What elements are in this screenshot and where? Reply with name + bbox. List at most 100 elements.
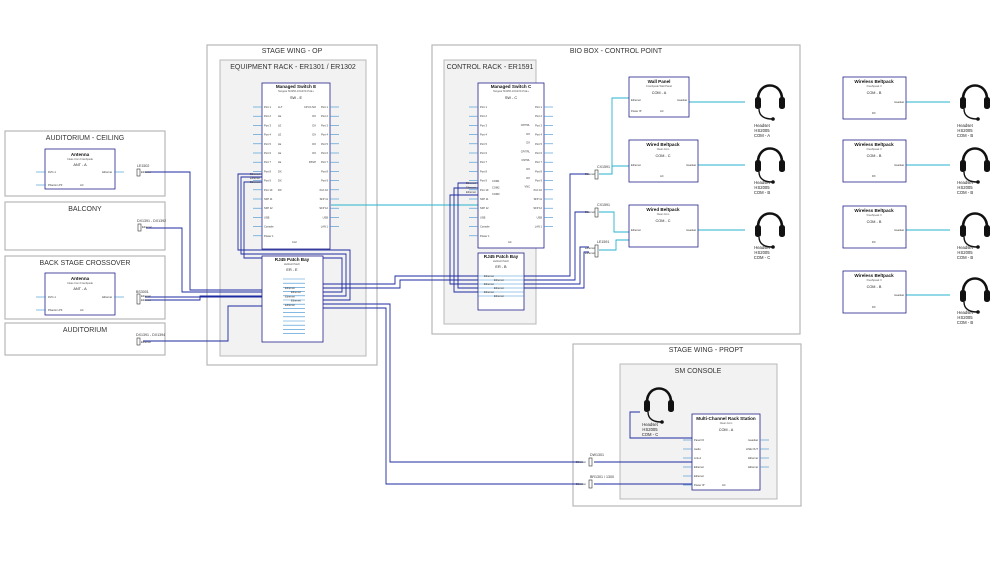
port-label: LE (278, 123, 281, 127)
port-label: LE (278, 160, 281, 164)
device-id: COM - A (719, 428, 734, 432)
port-label: Port 10 (320, 188, 329, 192)
svg-text:COM - B: COM - B (957, 133, 973, 138)
patch-bay-e: RJ45 Patch Bay Hubbell Patch ER - E Ethe… (261, 255, 324, 343)
device-title: RJ45 Patch Bay (275, 257, 310, 262)
port-label: DX (312, 151, 316, 155)
port-label: LINE OUT (746, 447, 758, 451)
port-label: Port 10 (480, 188, 489, 192)
port-label: LE (278, 114, 281, 118)
device-title: Wireless Beltpack (854, 208, 894, 213)
port-label: Port 5 (535, 142, 542, 146)
device-subtitle: Hubbell Patch (493, 259, 510, 263)
port-label: Console (264, 225, 274, 229)
port-label: Ethernet (102, 170, 112, 174)
port-label: DX (526, 167, 530, 171)
port-label: LAN 1 (535, 225, 543, 229)
port-label: Port 9 (480, 179, 487, 183)
headset-label: Headset HS2005 COM - A (754, 123, 771, 138)
connector-dw1301: DW1301 Ethernet (576, 453, 604, 467)
port-label: Port 9 (321, 179, 328, 183)
zone-title: CONTROL RACK - ER1591 (447, 64, 534, 71)
port-label: Audio (694, 447, 701, 451)
zone-title: SM CONSOLE (675, 368, 722, 375)
device-title: Antenna (71, 152, 90, 157)
port-label: CP/TRL (521, 123, 531, 127)
device-subtitle: Clear-Com FreeSpeak (67, 281, 94, 285)
svg-text:COM - B: COM - B (754, 190, 770, 195)
port-label: Port 1 (535, 105, 542, 109)
zone-title: STAGE WING - OP (262, 48, 323, 55)
device-title: Managed Switch E (276, 84, 316, 89)
svg-text:Ethernet: Ethernet (141, 298, 151, 302)
port-label: COM2 (492, 186, 500, 190)
svg-text:Headset: Headset (754, 180, 770, 185)
port-label: Port 7 (321, 160, 328, 164)
port-label: Port 3 (321, 123, 328, 127)
device-title: Wall Panel (648, 79, 671, 84)
port-label: DX (526, 132, 530, 136)
port-label: Port 4 (321, 133, 328, 137)
port-label: AC (722, 483, 726, 487)
port-label: DX (872, 111, 876, 115)
port-label: Headset (894, 293, 904, 297)
port-label: Coil (292, 240, 297, 244)
port-label: Port 9 (535, 179, 542, 183)
svg-text:COM - C: COM - C (754, 255, 771, 260)
port-label: USB (264, 215, 270, 219)
device-subtitle: Netgear M4250-10G2XF-PoE+ (493, 89, 529, 93)
svg-text:Ethernet: Ethernet (585, 251, 595, 255)
port-label: COM3 (492, 192, 500, 196)
svg-text:Headset: Headset (957, 123, 973, 128)
port-label: AC (508, 240, 512, 244)
svg-text:HS2005: HS2005 (754, 128, 770, 133)
port-label: Ethernet (291, 299, 301, 303)
port-label: Ethernet (694, 474, 704, 478)
port-label: Link A (694, 456, 701, 460)
port-label: Ethernet (748, 456, 758, 460)
connector-dx1391-dx1394: DX1391 - DX1394 Ethernet (136, 333, 165, 346)
port-label: Ethernet (748, 465, 758, 469)
port-label: CNTRL (521, 158, 530, 162)
headset-label: Headset HS2005 COM - C (754, 245, 771, 260)
port-label: DX (278, 179, 282, 183)
port-label: Port 2 (480, 114, 487, 118)
port-label: Ethernet (494, 286, 504, 290)
patch-bay-c: RJ45 Patch Bay Hubbell Patch ER - B Ethe… (477, 252, 525, 311)
device-title: Wireless Beltpack (854, 142, 894, 147)
svg-text:Ethernet: Ethernet (141, 294, 151, 298)
port-label: Phantom PF (48, 308, 63, 312)
port-label: DX (312, 114, 316, 118)
svg-text:COM - B: COM - B (957, 255, 973, 260)
port-label: Port 10 (534, 188, 543, 192)
svg-text:LE1502: LE1502 (137, 164, 149, 168)
port-label: VNC (525, 185, 531, 189)
svg-text:Headset: Headset (754, 245, 770, 250)
device-id: COM - B (867, 91, 882, 95)
zone-title: AUDITORIUM (63, 327, 107, 334)
headset-icon (958, 147, 992, 186)
port-label: Headset (748, 438, 758, 442)
device-title: Multi-Channel Rack Station (696, 416, 756, 421)
port-label: Power IP (631, 109, 642, 113)
headset-icon (958, 277, 992, 316)
svg-text:Ethernet: Ethernet (585, 210, 595, 214)
device-subtitle: Clear-Com (657, 147, 670, 151)
svg-text:Ethernet: Ethernet (585, 172, 595, 176)
svg-text:DX1391 - DX1394: DX1391 - DX1394 (136, 333, 165, 337)
port-label: DX (872, 174, 876, 178)
port-label: Ethernet (631, 163, 641, 167)
port-label: DX (312, 123, 316, 127)
device-title: Antenna (71, 276, 90, 281)
port-label: Headset (894, 228, 904, 232)
port-label: Port 8 (321, 169, 328, 173)
port-label: SFP 12 (264, 206, 273, 210)
device-id: SW - E (290, 96, 302, 100)
port-label: Ethernet (466, 181, 476, 185)
cable-runs (143, 97, 950, 485)
port-label: Port 6 (480, 151, 487, 155)
connector-dx1391-dx1392: DX1391 - DX1392 Ethernet (137, 219, 166, 232)
port-label: Power 1 (264, 234, 274, 238)
device-title: Wired Beltpack (646, 207, 680, 212)
